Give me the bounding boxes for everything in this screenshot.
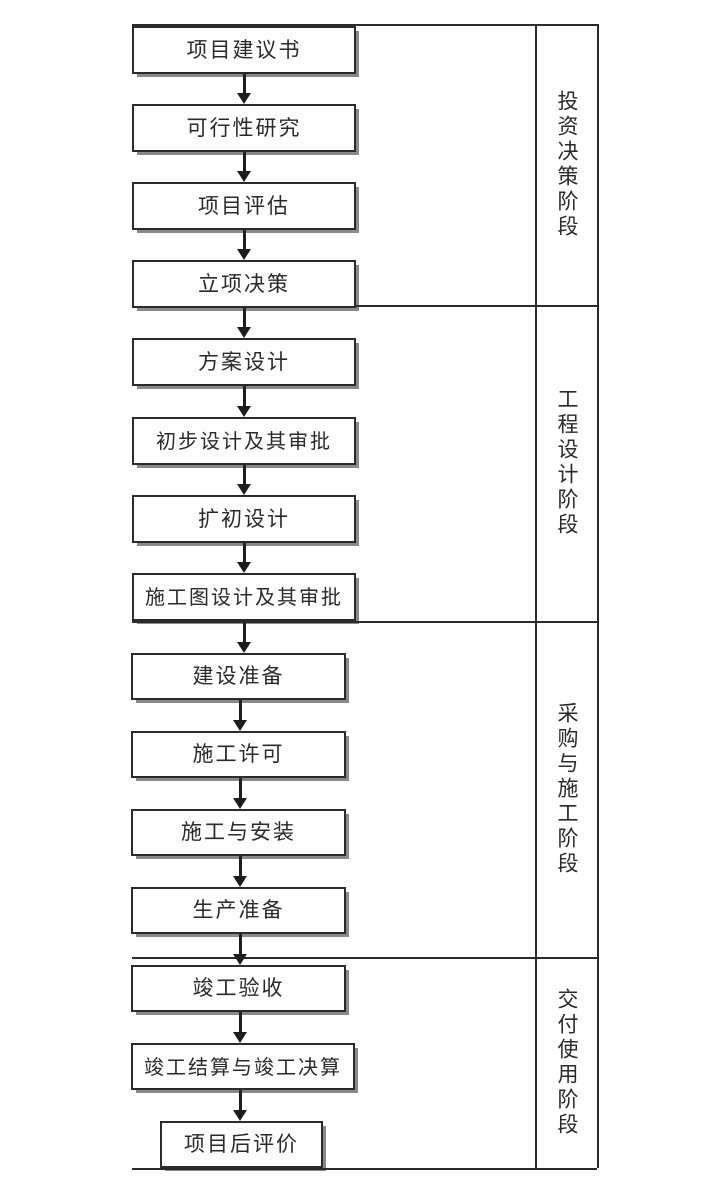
process-node-n8[interactable]: 施工图设计及其审批 [132, 573, 356, 621]
process-node-n10[interactable]: 施工许可 [131, 731, 346, 778]
process-node-label: 立项决策 [198, 271, 290, 296]
process-node-n14[interactable]: 竣工结算与竣工决算 [131, 1043, 355, 1090]
frame-top-border [132, 24, 597, 26]
stage-column-divider [535, 24, 537, 1168]
arrow-head-icon [237, 249, 251, 260]
stage-label: 投资决策阶段 [555, 89, 580, 240]
arrow-shaft [238, 934, 242, 956]
arrow-head-icon [237, 171, 251, 182]
arrow-head-icon [237, 406, 251, 417]
stage-label: 工程设计阶段 [555, 388, 580, 538]
stage-cell-s4: 交付使用阶段 [537, 957, 597, 1168]
process-node-label: 项目评估 [198, 193, 290, 218]
row-divider-1 [132, 305, 597, 307]
process-node-label: 项目建议书 [186, 37, 302, 62]
arrow-head-icon [233, 1110, 247, 1121]
frame-right-border [597, 24, 599, 1168]
process-node-label: 扩初设计 [198, 506, 290, 531]
arrow-head-icon [237, 642, 251, 653]
arrow-head-icon [233, 876, 247, 887]
arrow-head-icon [233, 954, 247, 965]
arrow-shaft [242, 386, 246, 408]
process-node-n1[interactable]: 项目建议书 [132, 26, 356, 74]
arrow-shaft [242, 152, 246, 173]
process-node-label: 建设准备 [192, 664, 285, 688]
process-node-label: 施工图设计及其审批 [145, 585, 343, 609]
row-divider-3 [132, 957, 597, 959]
stage-label: 采购与施工阶段 [555, 701, 580, 877]
process-node-n11[interactable]: 施工与安装 [131, 809, 346, 856]
process-node-n13[interactable]: 竣工验收 [131, 965, 346, 1012]
arrow-shaft [242, 308, 246, 329]
arrow-shaft [238, 1090, 242, 1112]
process-node-n3[interactable]: 项目评估 [132, 182, 356, 230]
process-node-label: 项目后评价 [184, 1132, 299, 1156]
process-node-n12[interactable]: 生产准备 [131, 887, 346, 934]
arrow-shaft [238, 1012, 242, 1034]
process-node-label: 方案设计 [198, 349, 290, 374]
arrow-head-icon [233, 1032, 247, 1043]
process-node-n15[interactable]: 项目后评价 [160, 1121, 323, 1168]
frame-bottom-border [132, 1168, 597, 1170]
row-divider-2 [132, 621, 597, 623]
arrow-shaft [238, 700, 242, 722]
process-node-n7[interactable]: 扩初设计 [132, 495, 356, 543]
stage-label: 交付使用阶段 [555, 987, 580, 1138]
arrow-head-icon [233, 720, 247, 731]
process-node-label: 竣工验收 [192, 976, 285, 1000]
arrow-head-icon [237, 93, 251, 104]
stage-cell-s1: 投资决策阶段 [537, 24, 597, 305]
stage-cell-s2: 工程设计阶段 [537, 305, 597, 621]
stage-cell-s3: 采购与施工阶段 [537, 621, 597, 957]
process-node-n6[interactable]: 初步设计及其审批 [132, 417, 356, 465]
arrow-shaft [242, 74, 246, 95]
process-node-n9[interactable]: 建设准备 [131, 653, 346, 700]
process-node-label: 施工许可 [192, 742, 285, 766]
process-node-label: 生产准备 [192, 898, 285, 922]
arrow-shaft [242, 230, 246, 251]
process-node-label: 竣工结算与竣工决算 [144, 1054, 342, 1079]
process-node-label: 初步设计及其审批 [156, 429, 332, 453]
arrow-head-icon [237, 562, 251, 573]
process-node-n5[interactable]: 方案设计 [132, 338, 356, 386]
process-node-label: 施工与安装 [181, 820, 296, 844]
process-node-n2[interactable]: 可行性研究 [132, 104, 356, 152]
arrow-head-icon [233, 798, 247, 809]
process-node-n4[interactable]: 立项决策 [132, 260, 356, 308]
process-node-label: 可行性研究 [186, 115, 302, 140]
arrow-shaft [238, 856, 242, 878]
arrow-head-icon [237, 327, 251, 338]
arrow-shaft [242, 465, 246, 486]
arrow-head-icon [237, 484, 251, 495]
arrow-shaft [238, 778, 242, 800]
arrow-shaft [242, 543, 246, 564]
arrow-shaft [242, 621, 246, 644]
